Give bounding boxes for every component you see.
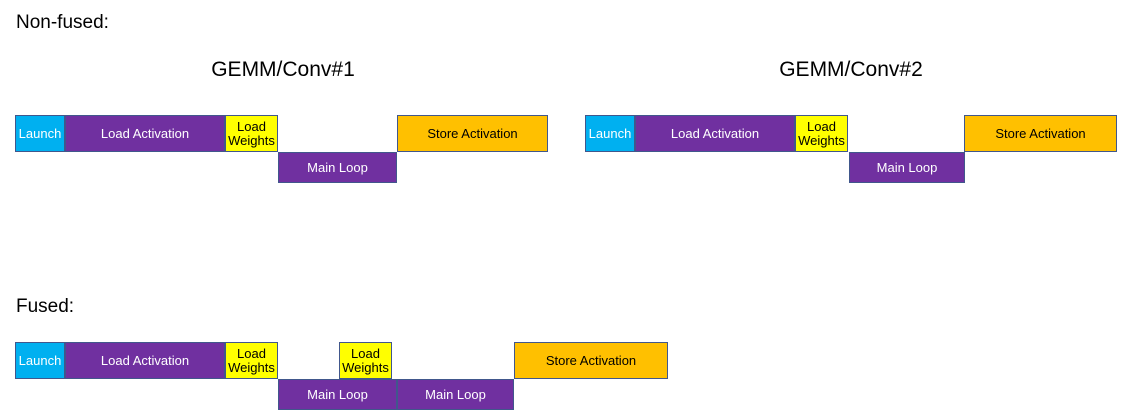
fused-section-label: Fused: (16, 296, 75, 317)
bar-label: Load Weights (228, 345, 275, 375)
bar-label: Load Activation (100, 352, 190, 368)
bar-label: Load Activation (100, 125, 190, 141)
gemm1-main-loop-bar: Main Loop (278, 152, 397, 183)
fused-store-activation-bar: Store Activation (514, 342, 668, 379)
bar-label: Main Loop (876, 159, 938, 175)
bar-label: Store Activation (545, 352, 637, 368)
fused-main-loop-1-bar: Main Loop (278, 379, 397, 410)
gemm2-load-weights-bar: Load Weights (795, 115, 848, 152)
bar-label: Load Weights (228, 118, 275, 148)
fused-load-weights-2-bar: Load Weights (339, 342, 392, 379)
gemm2-main-loop-bar: Main Loop (849, 152, 965, 183)
group-title-1: GEMM/Conv#1 (211, 58, 355, 81)
bar-label: Store Activation (427, 125, 518, 141)
bar-label: Launch (588, 125, 632, 141)
gemm2-store-activation-bar: Store Activation (964, 115, 1117, 152)
fused-load-activation-bar: Load Activation (65, 342, 225, 379)
gemm1-store-activation-bar: Store Activation (397, 115, 548, 152)
bar-label: Main Loop (307, 386, 368, 402)
bar-label: Store Activation (995, 125, 1086, 141)
bar-label: Launch (18, 352, 62, 368)
gemm1-launch-bar: Launch (15, 115, 65, 152)
bar-label: Launch (18, 125, 62, 141)
group-title-2: GEMM/Conv#2 (779, 58, 923, 81)
non-fused-section-label: Non-fused: (16, 12, 109, 33)
gemm1-load-activation-bar: Load Activation (65, 115, 225, 152)
bar-label: Main Loop (307, 159, 368, 175)
gemm1-load-weights-bar: Load Weights (225, 115, 278, 152)
gemm2-load-activation-bar: Load Activation (635, 115, 795, 152)
bar-label: Main Loop (425, 386, 486, 402)
fused-main-loop-2-bar: Main Loop (397, 379, 514, 410)
bar-label: Load Weights (342, 345, 389, 375)
gemm2-launch-bar: Launch (585, 115, 635, 152)
fused-load-weights-1-bar: Load Weights (225, 342, 278, 379)
fused-launch-bar: Launch (15, 342, 65, 379)
bar-label: Load Activation (670, 125, 760, 141)
bar-label: Load Weights (798, 118, 845, 148)
